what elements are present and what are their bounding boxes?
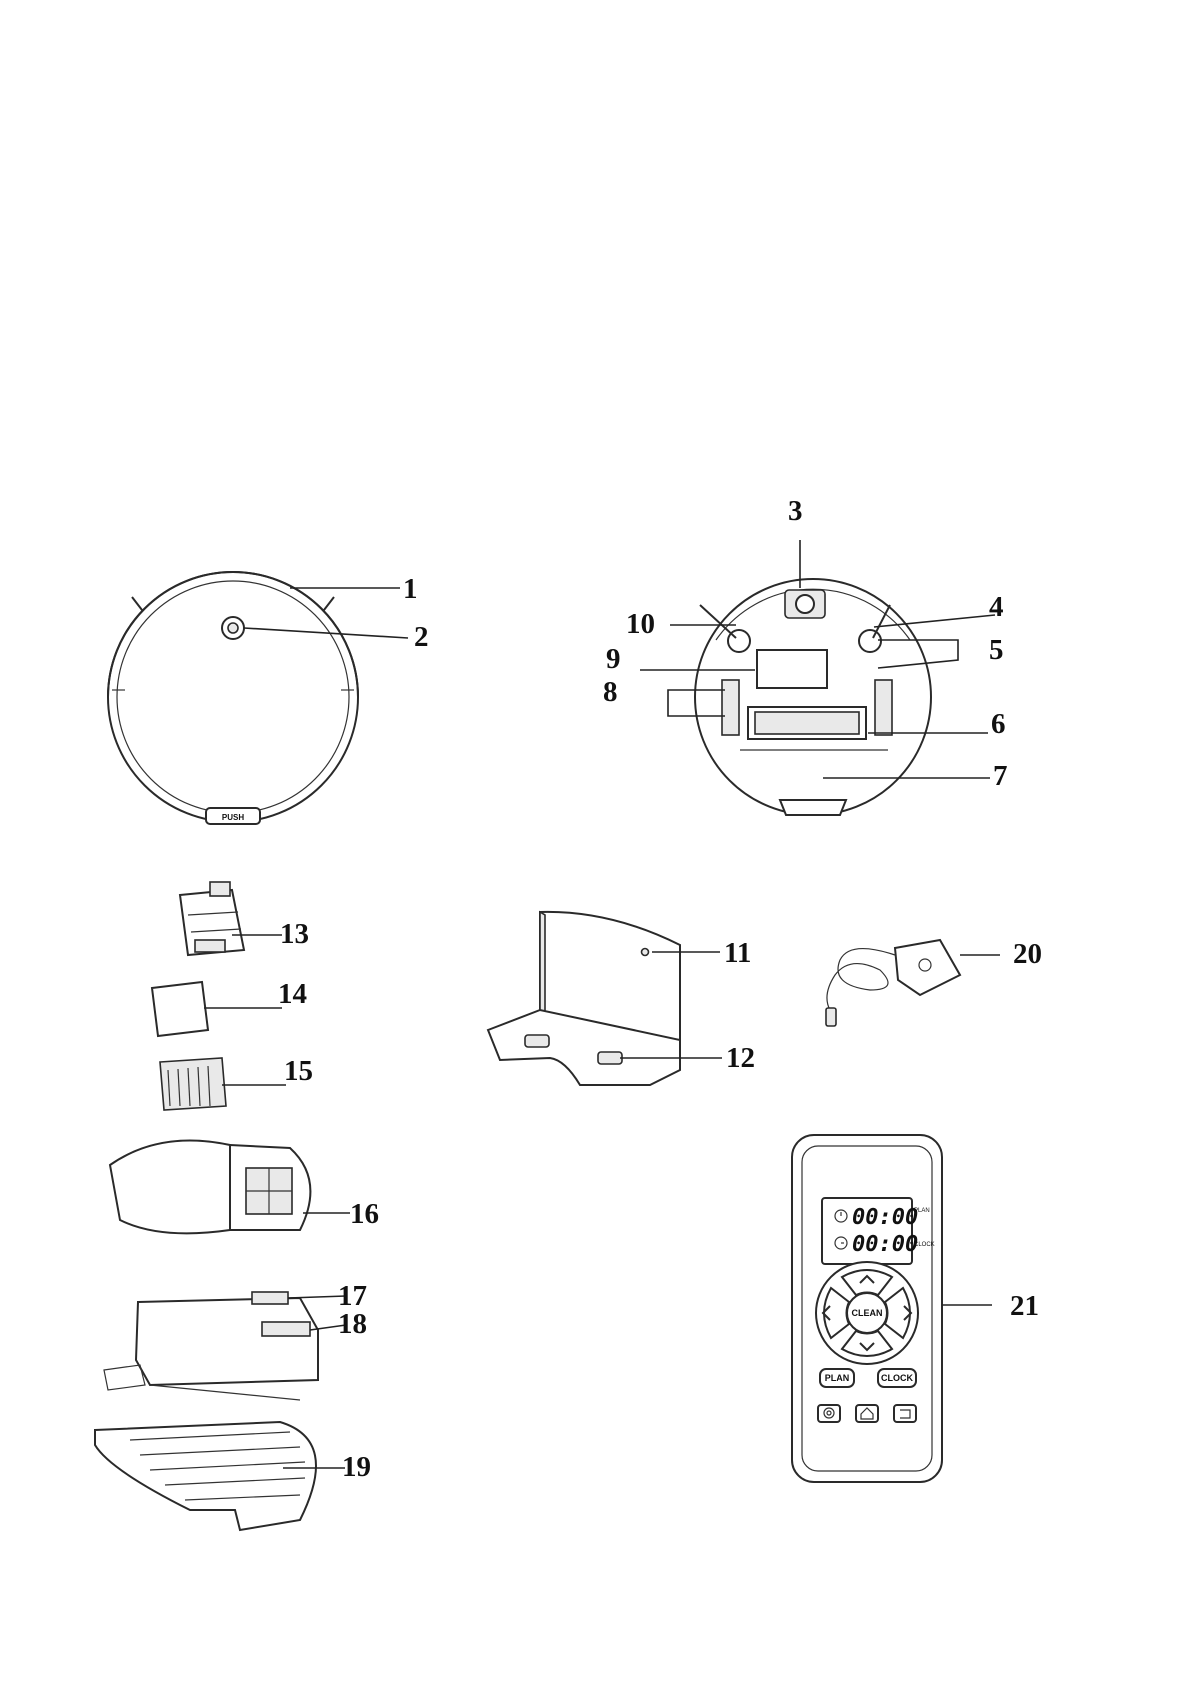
remote-control: 00:00 00:00 PLAN CLOCK CLEAN PLAN CLOCK — [791, 1134, 992, 1483]
water-tank — [103, 1291, 347, 1401]
edge-mode-icon — [900, 1409, 911, 1419]
push-label: PUSH — [222, 813, 244, 822]
edge-mode-button[interactable] — [893, 1404, 917, 1423]
spiral-mode-button[interactable] — [817, 1404, 841, 1423]
callout-12: 12 — [726, 1042, 755, 1074]
callout-8: 8 — [603, 676, 618, 708]
callout-9: 9 — [606, 643, 621, 675]
plan-button-label: PLAN — [825, 1373, 850, 1383]
callout-4: 4 — [989, 591, 1004, 623]
callout-13: 13 — [280, 918, 309, 950]
clock-button-label: CLOCK — [881, 1373, 913, 1383]
callout-19: 19 — [342, 1451, 371, 1483]
clean-button-label: CLEAN — [852, 1308, 883, 1318]
clock-button[interactable] — [877, 1368, 917, 1388]
callout-7: 7 — [993, 760, 1008, 792]
callout-11: 11 — [724, 937, 751, 969]
chevron-up-icon — [859, 1274, 875, 1284]
lcd-plan-time: 00:00 — [852, 1205, 918, 1230]
callout-5: 5 — [989, 634, 1004, 666]
robot-bottom-view — [640, 540, 996, 816]
callout-2: 2 — [414, 621, 429, 653]
mop-holder — [178, 881, 282, 957]
chevron-left-icon — [821, 1305, 831, 1321]
callout-17: 17 — [338, 1280, 367, 1312]
robot-top-view: PUSH — [107, 571, 409, 825]
callout-3: 3 — [788, 495, 803, 527]
clean-button[interactable] — [846, 1292, 888, 1334]
callout-10: 10 — [626, 608, 655, 640]
callout-16: 16 — [350, 1198, 379, 1230]
callout-18: 18 — [338, 1308, 367, 1340]
hepa-filter — [159, 1057, 286, 1111]
spiral-mode-icon — [823, 1407, 835, 1419]
lcd-clock-label: CLOCK — [914, 1242, 935, 1248]
lcd-clock-time: 00:00 — [852, 1232, 918, 1257]
callout-labels: 1 2 3 4 5 6 7 8 9 10 11 12 13 14 15 16 1… — [278, 495, 1042, 1483]
lcd-plan-label: PLAN — [914, 1208, 930, 1214]
callout-14: 14 — [278, 978, 307, 1010]
callout-20: 20 — [1013, 938, 1042, 970]
chevron-down-icon — [859, 1342, 875, 1352]
home-dock-icon — [860, 1407, 874, 1420]
mop-plate — [94, 1420, 345, 1532]
mop-cloth — [150, 980, 282, 1038]
chevron-right-icon — [903, 1305, 913, 1321]
charging-dock — [486, 910, 722, 1086]
power-adapter — [825, 938, 1000, 1027]
dust-bin — [108, 1139, 350, 1235]
callout-1: 1 — [403, 573, 418, 605]
callout-15: 15 — [284, 1055, 313, 1087]
callout-6: 6 — [991, 708, 1006, 740]
callout-21: 21 — [1010, 1290, 1039, 1322]
plan-button[interactable] — [819, 1368, 855, 1388]
